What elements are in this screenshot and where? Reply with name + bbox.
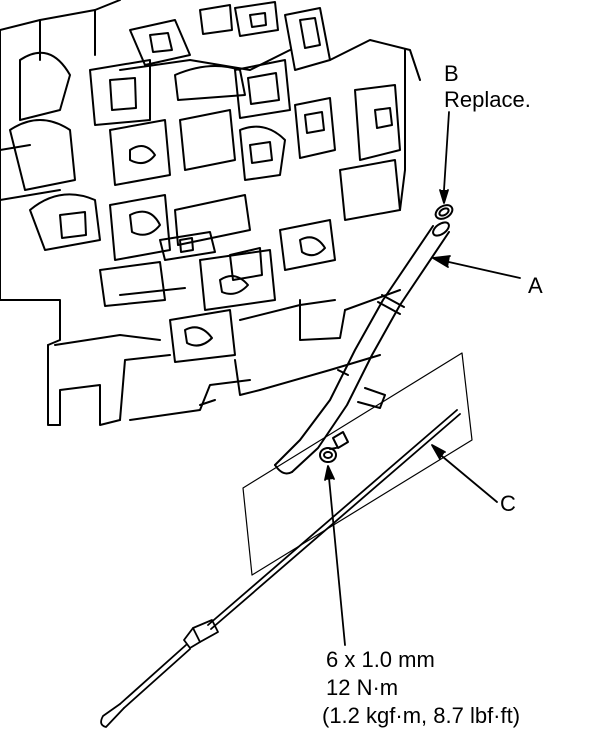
torque-nm-label: 12 N·m — [326, 675, 399, 700]
bolt — [319, 431, 349, 463]
callout-b-note: Replace. — [444, 87, 531, 112]
dipstick-tube — [274, 221, 450, 475]
leader-a — [439, 259, 521, 279]
callout-c: C — [500, 491, 516, 516]
torque-alt-units-label: (1.2 kgf·m, 8.7 lbf·ft) — [322, 703, 521, 728]
ghost-panel — [242, 352, 473, 576]
callout-a: A — [528, 273, 543, 298]
leader-lines — [324, 111, 521, 646]
leader-bolt — [328, 477, 346, 646]
leader-b — [443, 111, 450, 191]
transmission-housing — [0, 0, 421, 426]
callout-b: B — [444, 61, 459, 86]
o-ring — [434, 204, 454, 220]
dipstick — [100, 409, 461, 728]
bolt-size-label: 6 x 1.0 mm — [326, 647, 435, 672]
leader-c — [436, 451, 498, 503]
